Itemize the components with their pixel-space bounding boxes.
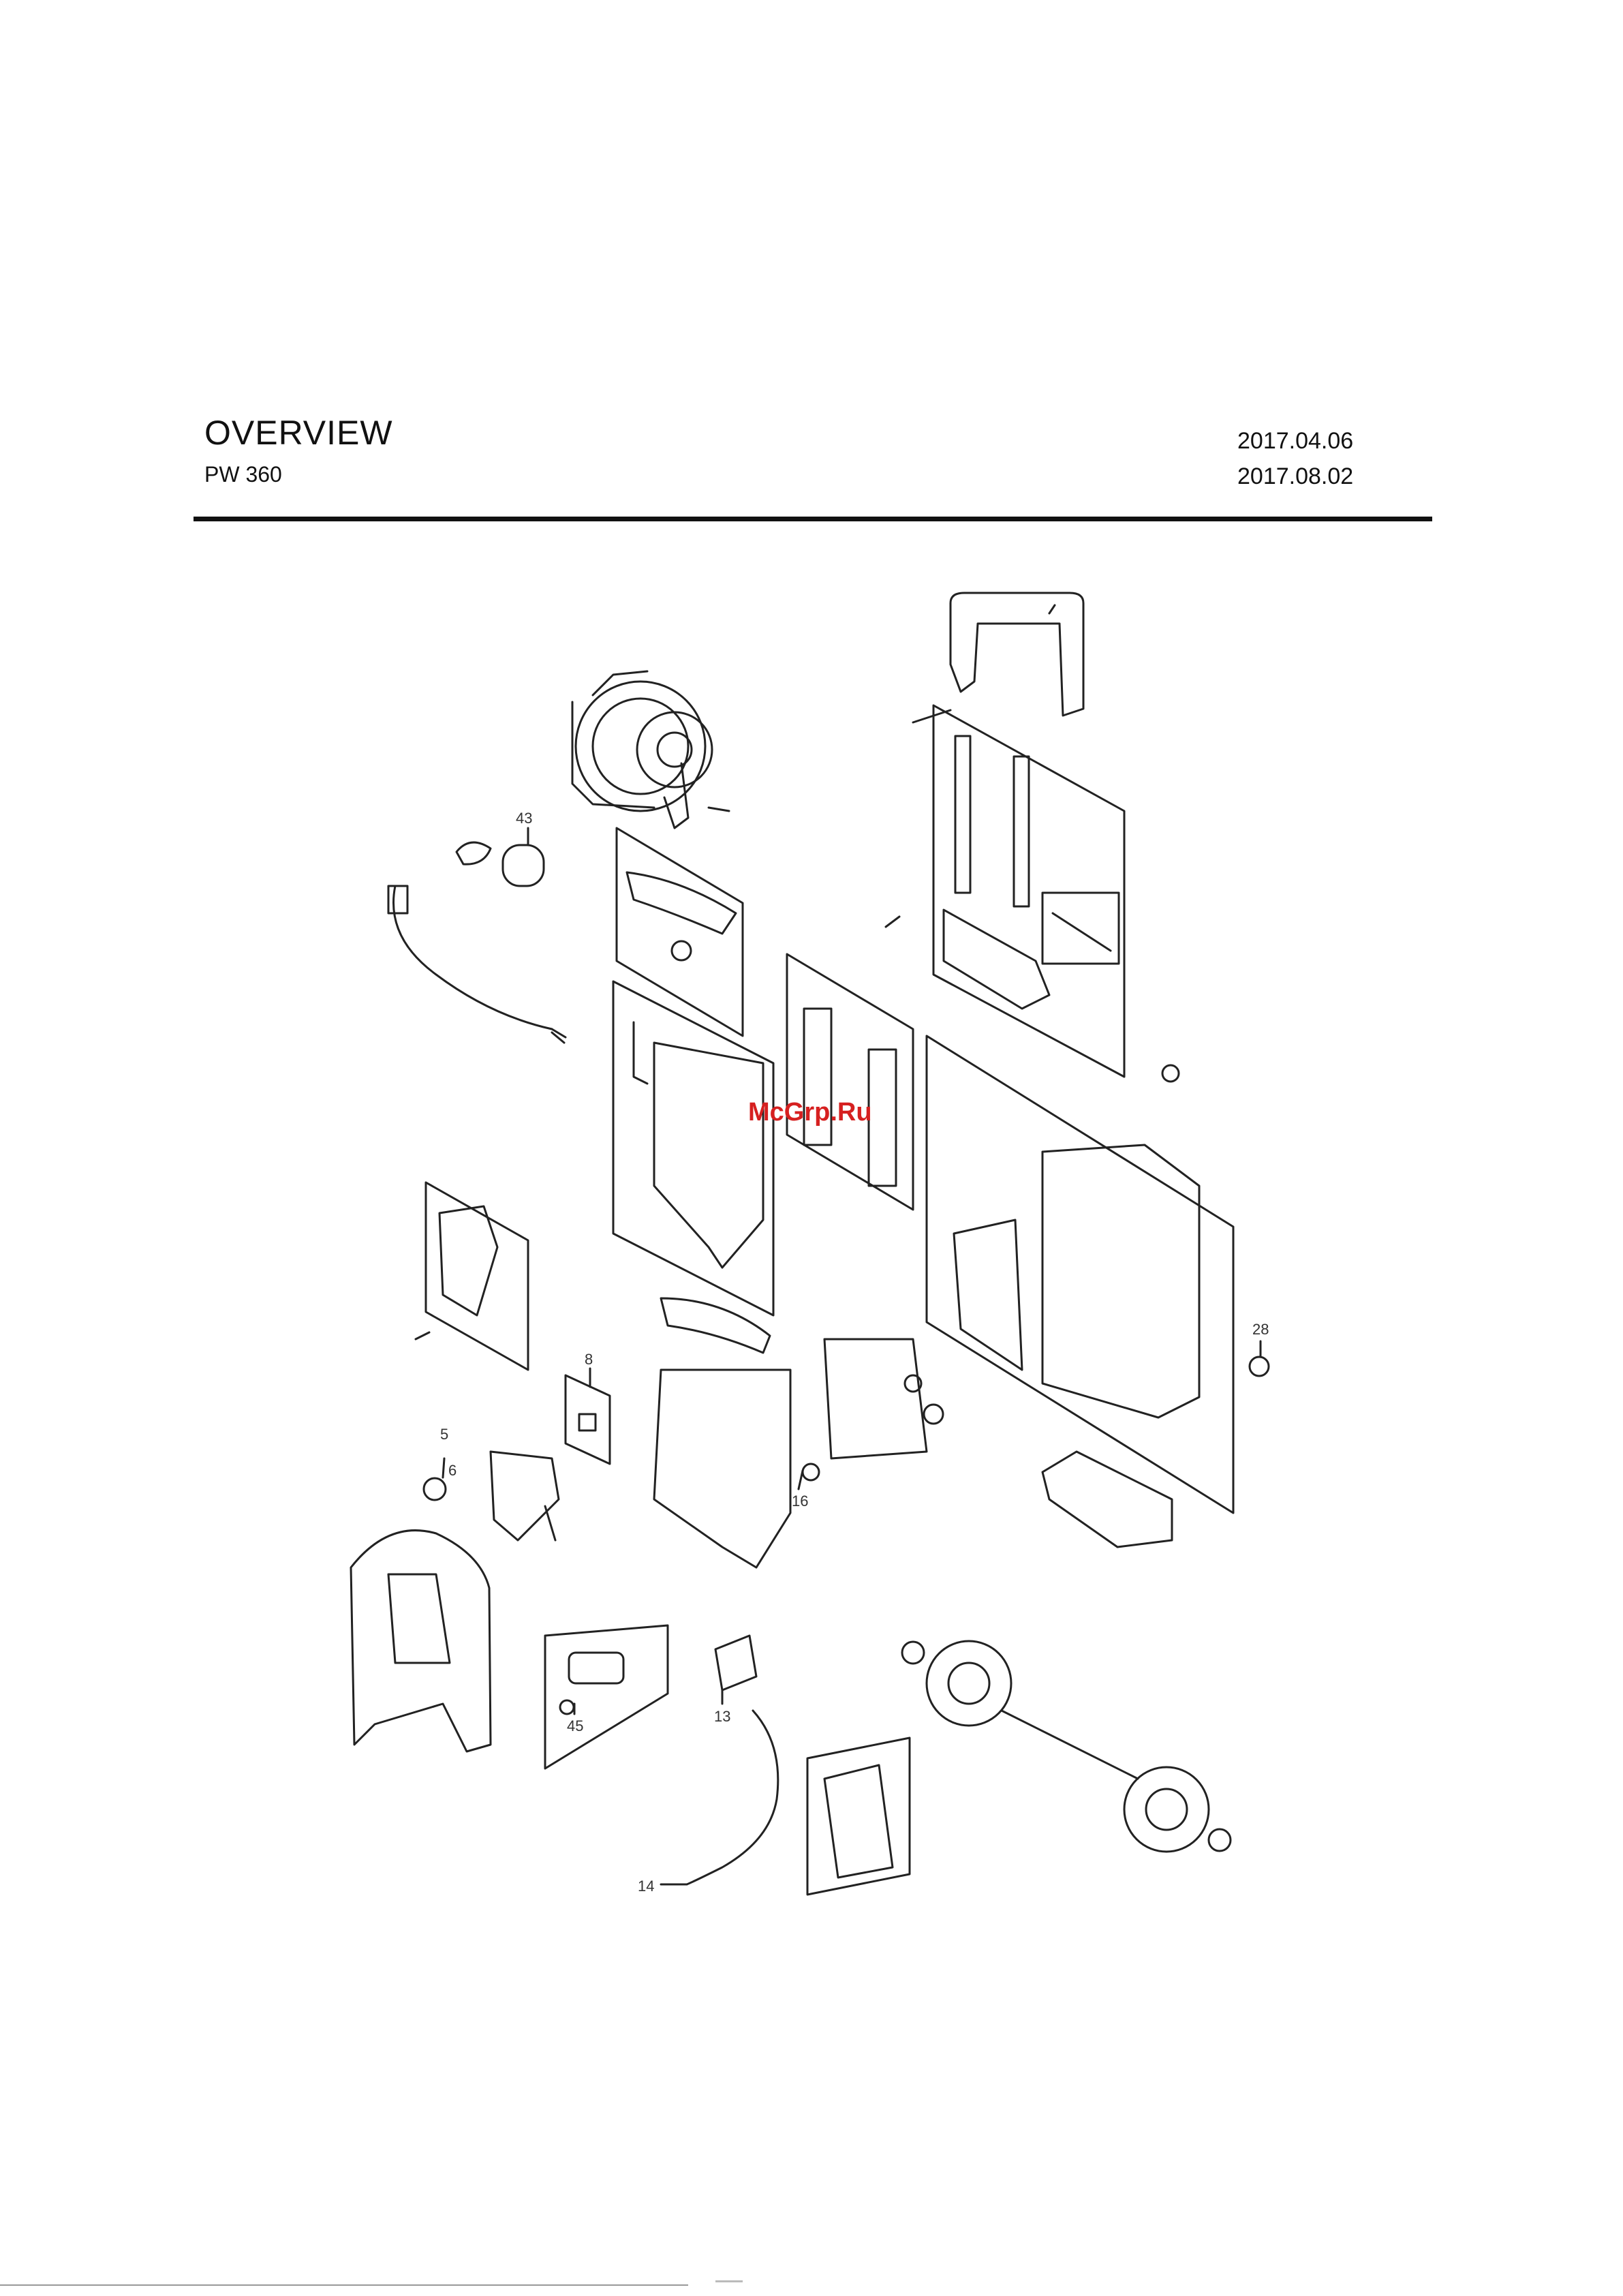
main-frame-box (927, 1036, 1233, 1513)
nozzle-holder-box (545, 1625, 668, 1769)
hose-part (687, 1636, 778, 1884)
callout-6: 6 (448, 1462, 457, 1479)
power-cord-part (388, 842, 566, 1043)
outer-housing (351, 1531, 491, 1751)
cover-box (617, 828, 743, 1036)
callout-45: 45 (567, 1717, 583, 1734)
front-panel-box (416, 1182, 528, 1370)
callout-13: 13 (714, 1708, 730, 1725)
housing-upper-box (613, 981, 773, 1315)
watermark-text: McGrp.Ru (748, 1098, 872, 1127)
callout-8: 8 (585, 1351, 593, 1368)
side-strips-box (787, 954, 913, 1210)
callout-28: 28 (1252, 1321, 1269, 1338)
handle-part (913, 593, 1083, 722)
callout-43: 43 (516, 810, 532, 827)
footer-divider (0, 2284, 688, 2286)
pump-housing (654, 1298, 943, 1567)
cable-cover-box (807, 1738, 910, 1895)
callout-14: 14 (638, 1878, 654, 1895)
callout-16: 16 (792, 1493, 808, 1510)
base-tray (1042, 1357, 1269, 1547)
wheels-axle (902, 1641, 1231, 1852)
frame-tubes-box (886, 705, 1124, 1077)
footer-mark (715, 2280, 743, 2282)
hose-reel-assembly (572, 671, 729, 828)
callout-5: 5 (440, 1426, 448, 1443)
switch-box (566, 1375, 610, 1464)
